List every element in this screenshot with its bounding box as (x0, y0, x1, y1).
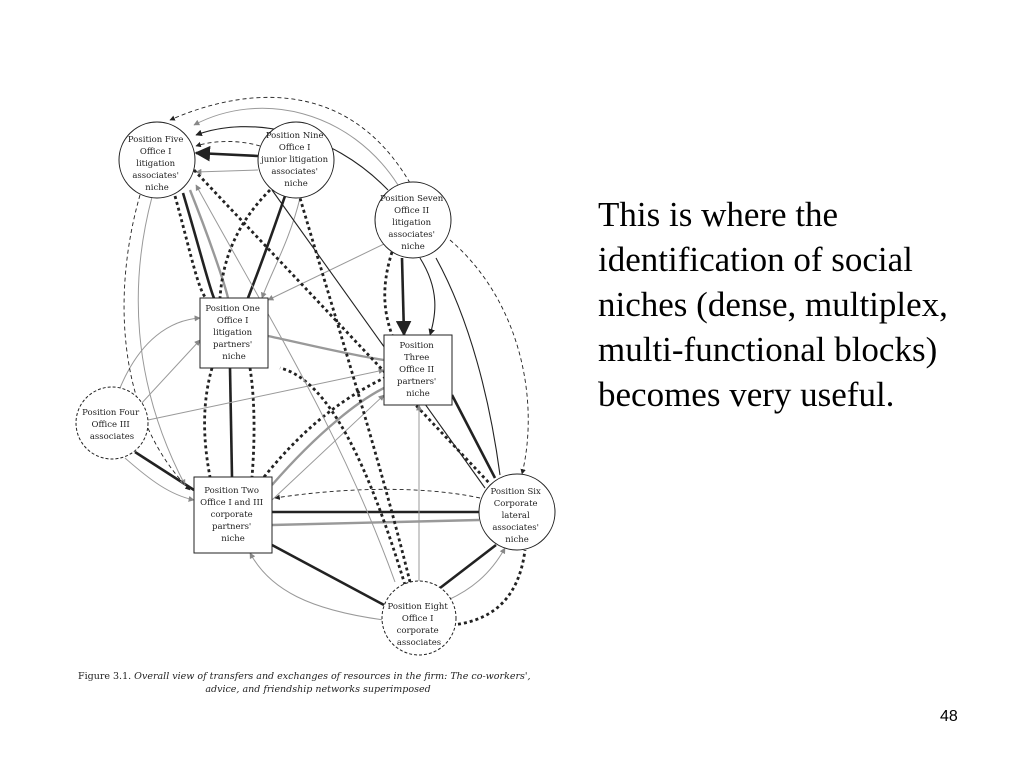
network-edge (271, 394, 385, 501)
network-edge (450, 394, 497, 479)
node-position-two: Position Two Office I and III corporate … (193, 476, 273, 554)
svg-text:Position Nine Office I: Position Nine Office I junior litigation… (260, 131, 331, 189)
network-edge (298, 197, 412, 583)
network-edge (188, 189, 230, 299)
network-edge (195, 141, 261, 148)
network-edge (181, 192, 216, 299)
caption-line1: Overall view of transfers and exchanges … (134, 671, 531, 682)
caption-line2: advice, and friendship networks superimp… (205, 684, 431, 695)
network-edge (195, 168, 259, 175)
svg-text:Position Four Office I: Position Four Office III associates (82, 408, 142, 442)
network-edge (383, 251, 394, 336)
network-edge (260, 197, 301, 299)
figure-caption: Figure 3.1. Overall view of transfers an… (78, 670, 558, 696)
network-edge (246, 195, 287, 299)
network-edge (449, 239, 529, 475)
svg-text:Position Two Office I: Position Two Office I and III corporate … (200, 486, 266, 544)
svg-text:Position Seven Office: Position Seven Office II litigation asso… (380, 194, 446, 252)
svg-text:Position Eight Office: Position Eight Office I corporate associ… (388, 602, 451, 648)
network-edge (271, 543, 385, 607)
network-edge (119, 315, 201, 389)
slide-body-text: This is where the identification of soci… (598, 195, 948, 414)
node-position-eight: Position Eight Office I corporate associ… (381, 580, 457, 656)
svg-text:Position Five Office I: Position Five Office I litigation associ… (128, 135, 186, 193)
network-edge (262, 376, 385, 478)
network-edge (194, 145, 259, 162)
network-edge (124, 457, 195, 502)
network-edge (192, 169, 494, 487)
network-edge (123, 194, 191, 491)
network-edge (193, 107, 399, 186)
node-position-six: Position Six Corporate lateral associate… (478, 473, 556, 551)
network-edge (139, 339, 201, 406)
network-edge (271, 386, 385, 486)
network-edge (274, 488, 481, 500)
caption-lead: Figure 3.1. (78, 671, 132, 682)
network-edge (248, 367, 256, 478)
svg-text:Position One Office I: Position One Office I litigation partner… (205, 304, 262, 362)
node-position-three: Position Three Office II partners' niche (383, 334, 453, 406)
network-edge (395, 257, 412, 337)
network-edge (267, 243, 385, 301)
network-edges (119, 96, 529, 627)
node-position-nine: Position Nine Office I junior litigation… (257, 121, 335, 199)
slide-number: 48 (940, 708, 958, 725)
network-nodes: Position Five Office I litigation associ… (75, 121, 556, 656)
network-edge (435, 257, 501, 476)
network-edge (439, 543, 497, 590)
network-edge (447, 547, 506, 601)
network-edge (203, 367, 214, 478)
network-edge (173, 195, 208, 299)
network-edge (249, 552, 385, 621)
node-position-four: Position Four Office III associates (75, 386, 149, 460)
svg-text:Position Three: Position Three Office II partners' niche (397, 341, 439, 399)
network-edge (271, 189, 486, 489)
network-edge (451, 549, 527, 627)
network-edge (279, 366, 407, 586)
node-position-five: Position Five Office I litigation associ… (118, 121, 196, 199)
svg-text:Position Six Corporate: Position Six Corporate lateral associate… (490, 487, 543, 545)
network-edge (228, 367, 234, 478)
network-edge (195, 184, 396, 583)
network-edge (271, 518, 480, 527)
network-edge (137, 196, 186, 486)
node-position-seven: Position Seven Office II litigation asso… (374, 181, 452, 259)
network-edge (267, 334, 385, 362)
network-edge (147, 368, 385, 421)
network-edge (169, 96, 411, 184)
network-edge (419, 257, 436, 336)
node-position-one: Position One Office I litigation partner… (199, 297, 269, 369)
